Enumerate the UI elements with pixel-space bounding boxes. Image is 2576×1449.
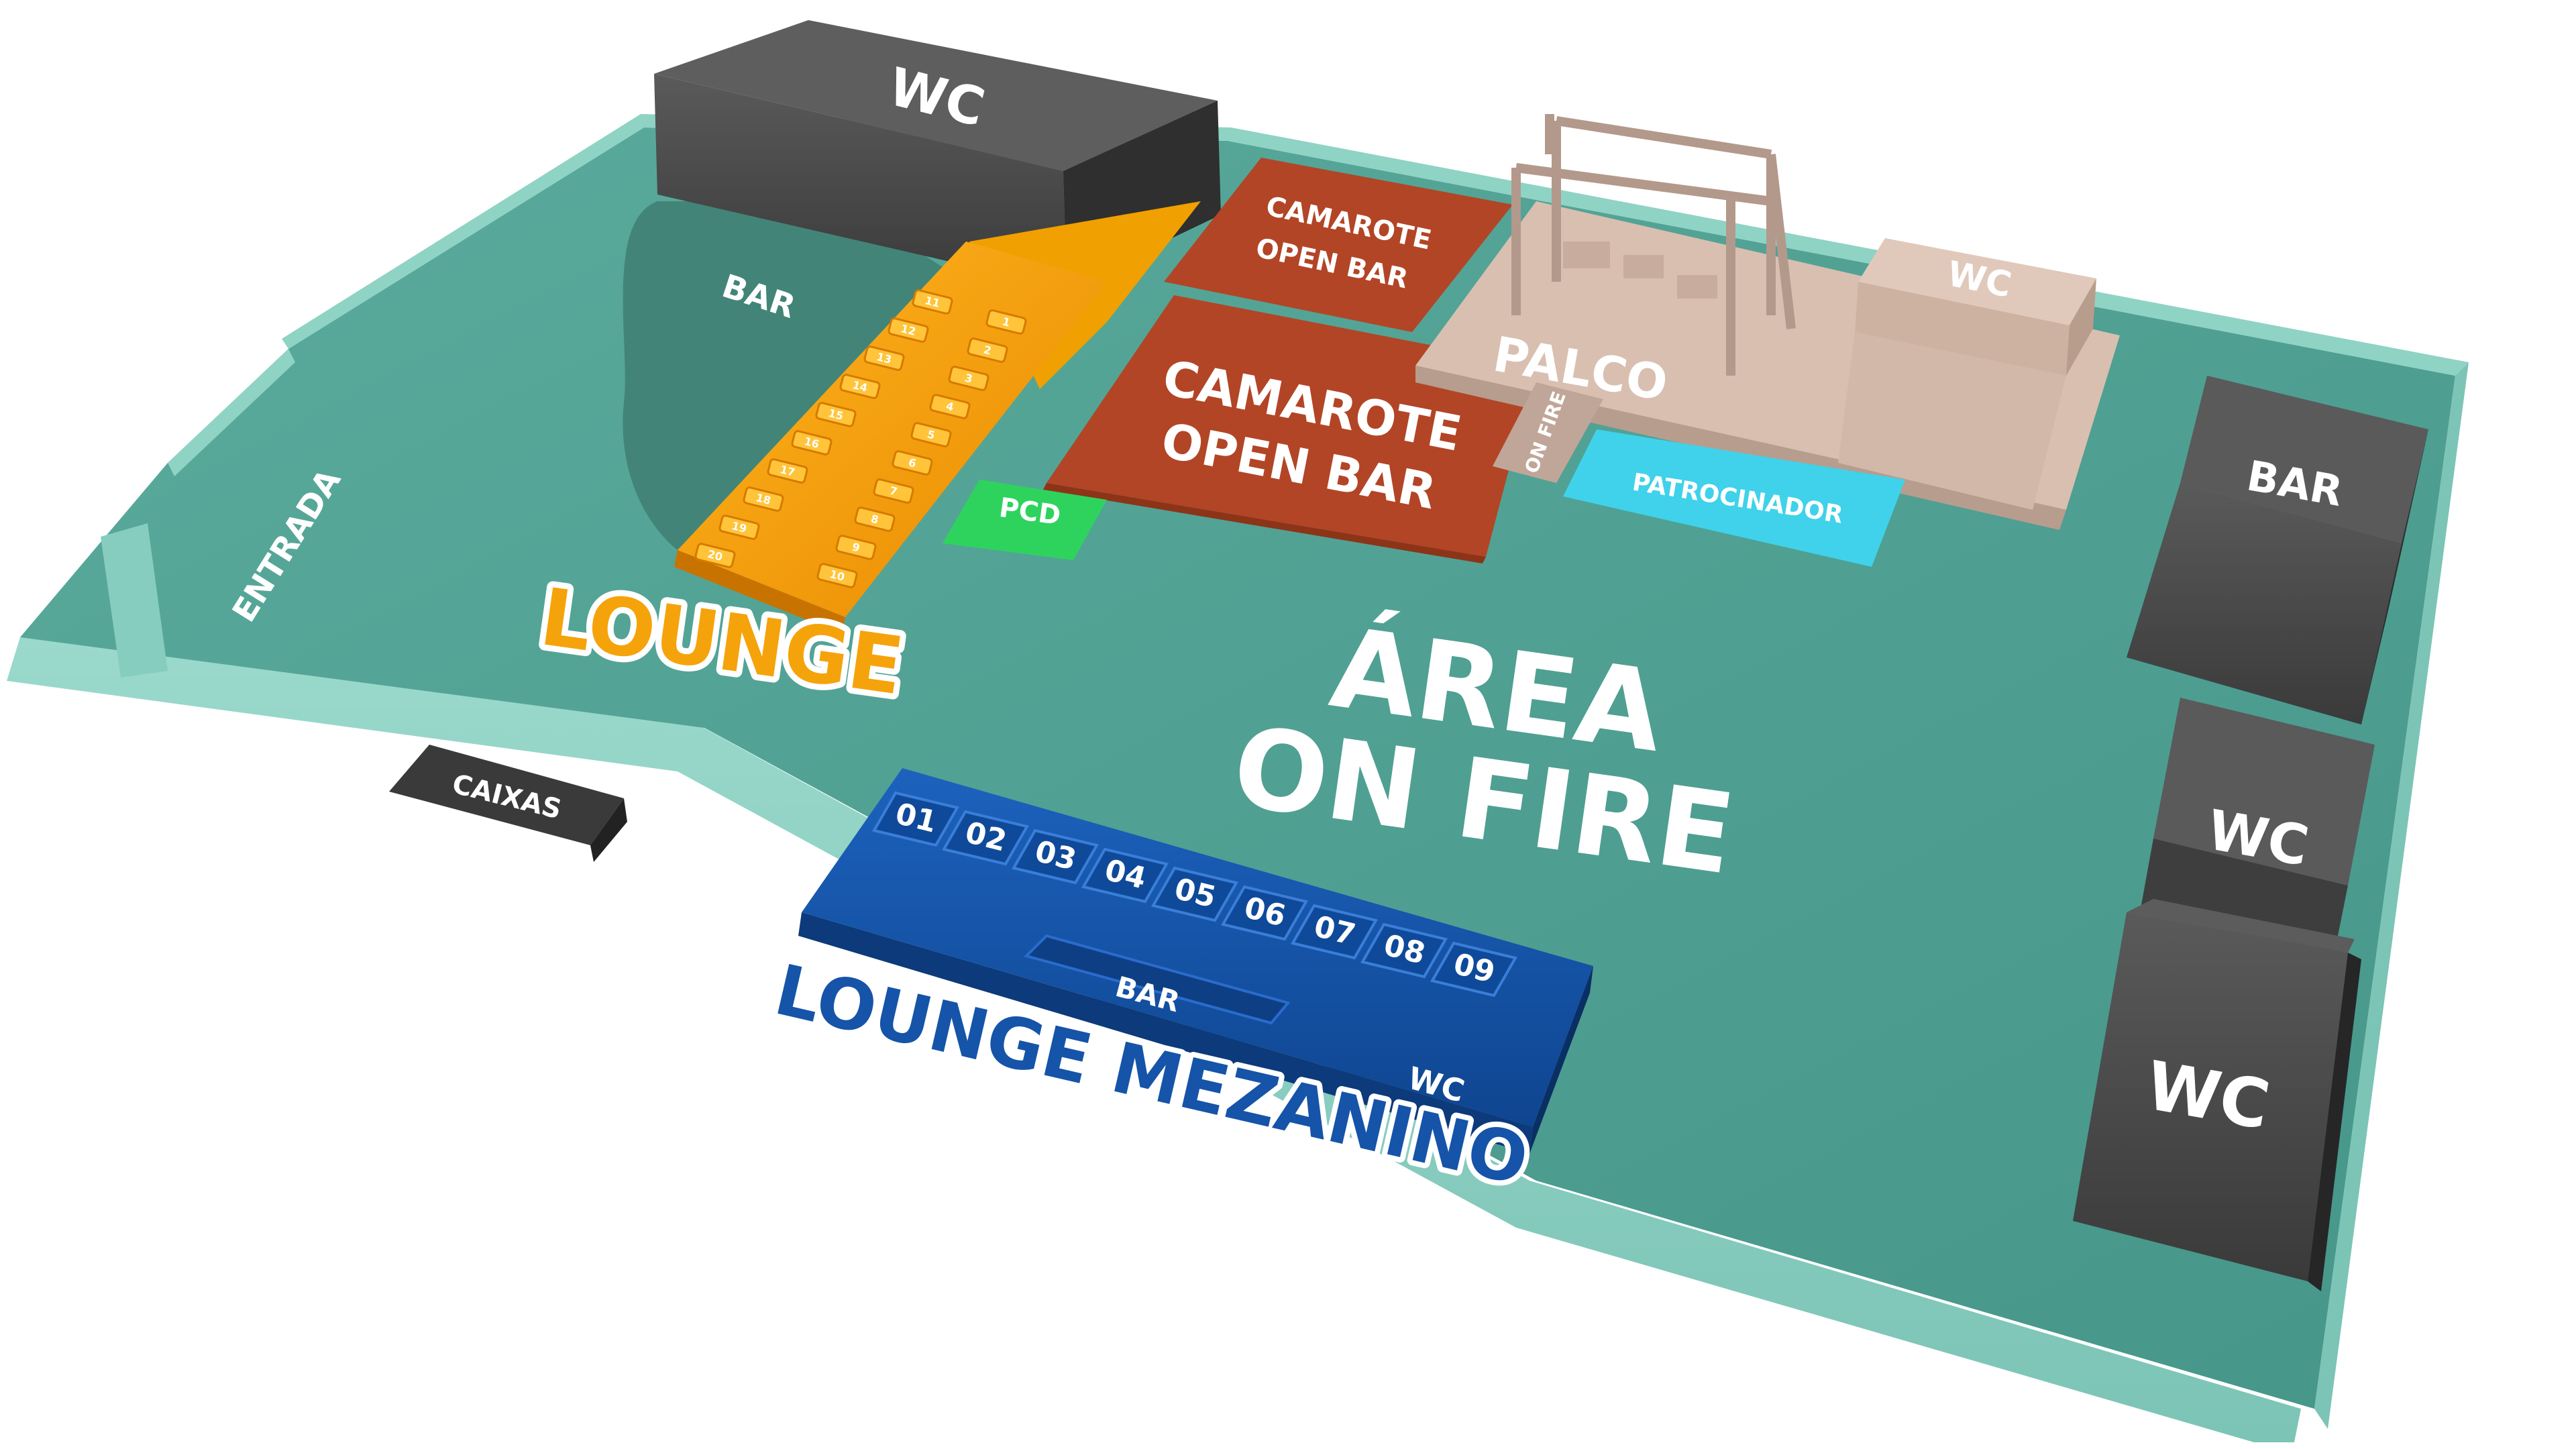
venue-wall-right [2314,362,2469,1429]
mezanino-box-03[interactable] [1011,828,1099,885]
lounge-table-7[interactable] [873,478,914,504]
venue-wall-front [7,637,2301,1442]
lounge-table-19[interactable] [718,515,760,540]
lounge-table-6[interactable] [892,450,933,476]
lounge-table-label-17: 17 [779,463,796,479]
on-fire-block: ON FIRE [1493,382,1603,483]
lounge-table-12[interactable] [888,317,929,343]
mezanino-box-08[interactable] [1360,922,1448,979]
lounge-table-9[interactable] [835,535,877,560]
venue-wall-left-1 [168,349,295,476]
lounge-table-label-9: 9 [851,540,861,554]
lounge-table-label-2: 2 [982,343,992,357]
mezanino-box-04[interactable] [1081,847,1169,904]
mezanino-box-01[interactable] [871,791,960,847]
lounge-table-10[interactable] [816,563,858,588]
lounge-table-label-15: 15 [827,407,845,423]
lounge-table-label-7: 7 [888,484,898,498]
mezanino-box-02[interactable] [941,810,1030,866]
lounge-table-label-1: 1 [1001,315,1011,329]
lounge-table-label-4: 4 [945,399,955,413]
lounge-table-label-11: 11 [924,294,941,310]
lounge-table-15[interactable] [815,402,857,427]
bar-left-area [623,201,966,550]
mezanino-box-07[interactable] [1290,904,1379,960]
venue-wall-left-2 [101,523,168,678]
stage-truss [1511,114,1796,376]
lounge-table-20[interactable] [694,543,736,568]
lounge-table-label-13: 13 [875,350,893,366]
patrocinador-area: PATROCINADOR [1563,429,1905,567]
lounge-table-label-20: 20 [706,547,724,564]
lounge-table-label-6: 6 [907,455,917,470]
camarote-open-bar-1: CAMAROTE OPEN BAR [1164,158,1513,332]
lounge-table-label-19: 19 [731,519,748,535]
lounge-table-4[interactable] [929,394,971,419]
lounge-table-8[interactable] [854,506,896,532]
lounge-table-label-5: 5 [926,427,936,441]
lounge-table-label-10: 10 [828,568,846,584]
mezanino-box-05[interactable] [1150,866,1239,922]
lounge-table-3[interactable] [948,366,989,391]
wc-stage-block: WC [1838,238,2096,510]
lounge-table-label-8: 8 [869,512,879,526]
lounge-table-1[interactable] [985,309,1027,335]
wc-right-1-block: WC [2140,698,2375,953]
mezanino-bar-counter [1024,934,1291,1025]
caixas-block: CAIXAS [389,745,627,862]
mezanino-box-09[interactable] [1430,941,1518,998]
lounge-table-14[interactable] [839,374,881,399]
mezanino-box-06[interactable] [1220,885,1309,941]
lounge-table-label-16: 16 [803,435,820,451]
lounge-table-13[interactable] [863,345,905,371]
lounge-table-16[interactable] [791,430,833,455]
lounge-table-5[interactable] [910,422,952,447]
camarote-open-bar-2: CAMAROTE OPEN BAR [1043,295,1536,564]
stage-props [1563,241,1717,299]
lounge-table-label-12: 12 [900,322,917,338]
pcd-area: PCD [943,480,1107,560]
lounge-table-2[interactable] [967,337,1008,363]
lounge-table-label-18: 18 [755,491,772,507]
bar-right-block: BAR [2127,376,2428,724]
lounge-table-11[interactable] [912,289,953,315]
lounge-table-18[interactable] [743,486,784,512]
lounge-table-17[interactable] [767,458,808,484]
lounge-table-label-3: 3 [963,371,973,385]
lounge-table-label-14: 14 [851,378,869,394]
wc-right-2-block: WC [2073,899,2361,1291]
venue-wall-back [282,114,2469,376]
